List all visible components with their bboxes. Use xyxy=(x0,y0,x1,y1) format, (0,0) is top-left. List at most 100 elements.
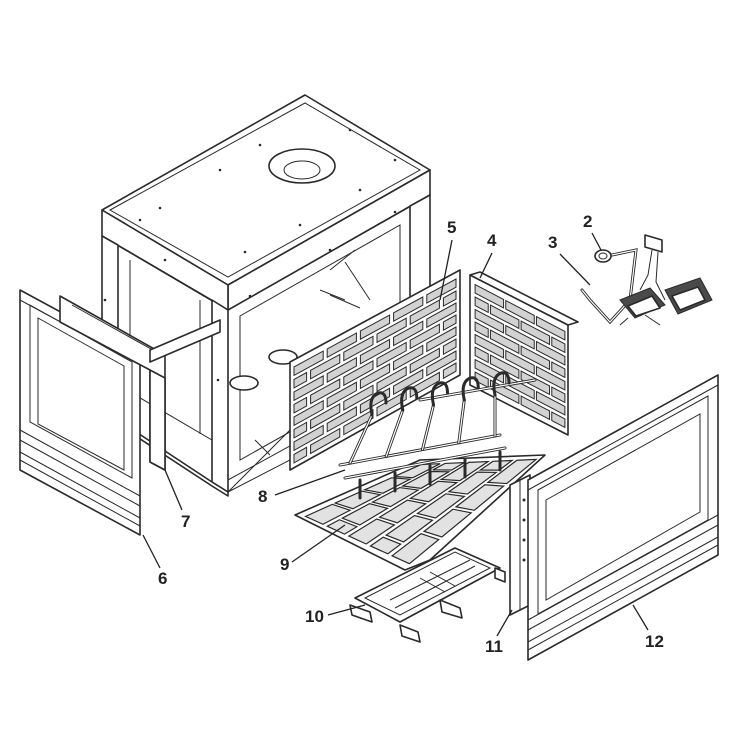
side-panel-brick xyxy=(535,390,566,416)
floor-bricks xyxy=(304,458,538,565)
burner-tray xyxy=(349,547,506,643)
side-panel-brick xyxy=(474,296,489,314)
back-panel-brick xyxy=(359,338,391,365)
floor-brick xyxy=(454,484,506,511)
floor-brick xyxy=(304,503,352,525)
back-panel-brick xyxy=(310,427,341,455)
callout-8: 8 xyxy=(258,487,267,506)
right-front-frame xyxy=(527,374,719,661)
side-panel-brick xyxy=(474,333,505,359)
floor-brick xyxy=(400,470,451,489)
back-panel-brick xyxy=(376,365,407,393)
back-panel-brick xyxy=(293,421,308,439)
back-panel-brick xyxy=(426,302,457,329)
back-panel-brick xyxy=(376,341,407,368)
back-panel-brick xyxy=(409,347,440,374)
left-door-frame xyxy=(59,295,221,471)
log-grate xyxy=(338,371,537,500)
floor-brick xyxy=(478,459,514,471)
grate-bar-hook xyxy=(430,381,449,407)
side-panel-brick xyxy=(551,386,566,404)
back-panel-brick xyxy=(409,299,440,326)
back-panel-brick xyxy=(293,399,324,427)
callout-7: 7 xyxy=(181,512,190,531)
side-panel-brick xyxy=(505,324,535,350)
back-panel-brick xyxy=(442,290,457,307)
callout-6: 6 xyxy=(158,569,167,588)
grate-front-rail-lower-highlight xyxy=(344,447,506,479)
side-panel-brick xyxy=(520,345,551,371)
floor-brick xyxy=(416,493,466,519)
back-panel-brick xyxy=(359,363,391,390)
callouts: 2 3 4 5 6 7 8 9 10 11 12 xyxy=(142,212,664,656)
floor-brick xyxy=(370,486,420,508)
back-panel-brick xyxy=(326,406,357,433)
side-panel-brick xyxy=(520,320,551,346)
grate-bar-highlight xyxy=(458,399,465,444)
back-panel-brick xyxy=(310,402,341,430)
back-panel-brick xyxy=(343,384,374,411)
side-panel-brick xyxy=(474,346,489,364)
floor-brick xyxy=(486,458,538,485)
back-panel-brick xyxy=(326,332,357,359)
floor-brick xyxy=(422,508,473,538)
floor-brick xyxy=(347,518,396,545)
callout-10: 10 xyxy=(305,607,324,626)
back-panel-brick xyxy=(409,371,440,398)
fitting xyxy=(594,249,612,263)
floor-brick xyxy=(378,499,428,524)
callout-2: 2 xyxy=(583,212,592,231)
side-panel-brick xyxy=(474,283,505,309)
side-panel-brick xyxy=(489,304,520,330)
grate-bar-highlight xyxy=(349,414,373,464)
side-panel-brick xyxy=(489,354,520,380)
back-panel-brick xyxy=(343,408,374,436)
side-panel-brick xyxy=(535,315,566,341)
side-panel-brick xyxy=(551,361,566,379)
side-panel-brick xyxy=(474,308,505,334)
side-panel-brick xyxy=(489,329,520,355)
back-panel-brick xyxy=(376,317,407,344)
callout-12: 12 xyxy=(645,632,664,651)
grate-front-rail-highlight xyxy=(339,434,501,466)
back-panel-brick xyxy=(326,381,357,408)
floor-brick xyxy=(447,471,498,495)
grate-back-rail-highlight xyxy=(419,379,536,401)
back-panel-brick xyxy=(326,356,357,383)
callout-5: 5 xyxy=(447,218,456,237)
back-panel-brick xyxy=(343,359,374,387)
back-panel-brick xyxy=(442,362,457,380)
back-panel-brick xyxy=(426,350,457,377)
back-panel-brick xyxy=(393,296,424,323)
floor-brick xyxy=(384,514,434,543)
back-panel-brick xyxy=(293,350,324,377)
gas-valve-assembly xyxy=(619,234,713,326)
back-brick-panel xyxy=(289,269,461,471)
side-panel-brick xyxy=(551,411,566,429)
floor-brick xyxy=(369,536,402,555)
grate-bar-hook xyxy=(400,386,419,412)
back-panel-brick xyxy=(310,378,341,405)
back-panel-brick xyxy=(426,326,457,353)
floor-brick xyxy=(408,480,459,503)
back-panel-brick xyxy=(359,314,391,341)
back-panel-brick xyxy=(293,446,308,464)
back-panel-brick xyxy=(409,323,440,350)
grate-bar-highlight xyxy=(385,409,404,457)
brick-floor xyxy=(294,454,546,571)
floor-brick xyxy=(362,477,413,494)
back-panel-brick xyxy=(293,396,308,414)
side-panel-brick xyxy=(551,336,566,354)
floor-brick xyxy=(390,533,440,565)
back-panel-brick xyxy=(393,344,424,371)
side-panel-brick xyxy=(535,340,566,366)
back-panel-brick xyxy=(293,424,324,452)
grate-bar-highlight xyxy=(421,404,435,451)
back-panel-brick xyxy=(310,353,341,380)
back-panel-brick xyxy=(442,338,457,356)
floor-brick xyxy=(333,490,382,510)
right-door-frame xyxy=(509,474,531,616)
side-panel-brick xyxy=(505,299,535,325)
grate-bar-hook xyxy=(461,376,480,402)
